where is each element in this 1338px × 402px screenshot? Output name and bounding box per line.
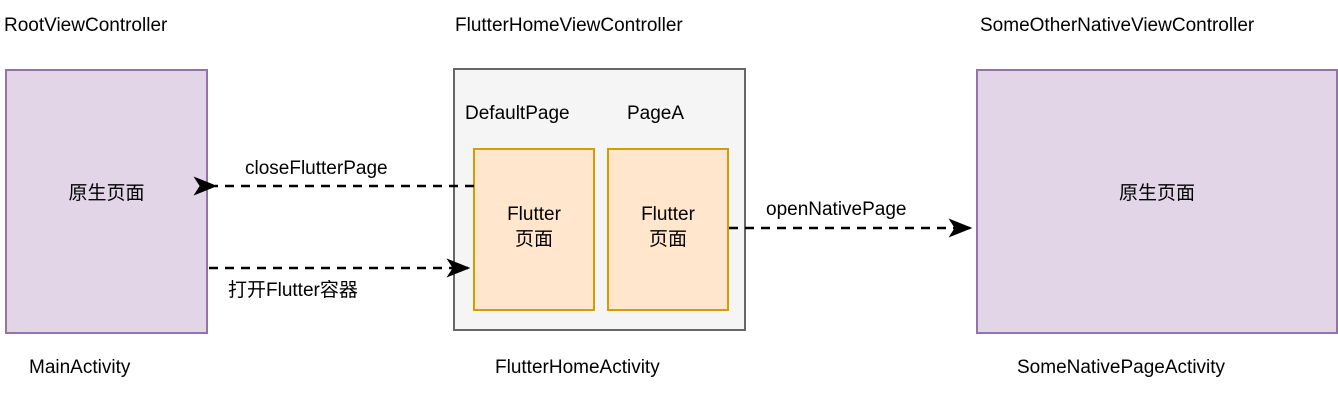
caption-some-native-page-activity: SomeNativePageActivity xyxy=(1017,357,1226,378)
edge-label-open-flutter-container: 打开Flutter容器 xyxy=(228,280,358,301)
title-some-other-native-view-controller: SomeOtherNativeViewController xyxy=(980,15,1255,36)
node-right-native-page[interactable]: 原生页面 xyxy=(976,69,1338,334)
inner-title-page-a: PageA xyxy=(627,103,685,124)
edge-label-close-flutter-page: closeFlutterPage xyxy=(245,158,388,179)
inner-title-default-page: DefaultPage xyxy=(465,103,570,124)
left-native-page-text: 原生页面 xyxy=(68,183,145,204)
flutter-page-default-line2: 页面 xyxy=(514,229,553,250)
caption-flutter-home-activity: FlutterHomeActivity xyxy=(495,357,660,378)
flutter-page-default-line1: Flutter xyxy=(507,204,561,225)
node-left-native-page[interactable]: 原生页面 xyxy=(5,69,208,334)
flutter-page-a-line2: 页面 xyxy=(648,229,687,250)
title-flutter-home-view-controller: FlutterHomeViewController xyxy=(455,15,683,36)
node-flutter-page-default[interactable]: Flutter 页面 xyxy=(473,148,595,311)
title-root-view-controller: RootViewController xyxy=(4,15,168,36)
right-native-page-text: 原生页面 xyxy=(1118,183,1195,204)
node-flutter-page-a[interactable]: Flutter 页面 xyxy=(607,148,729,311)
caption-main-activity: MainActivity xyxy=(29,357,131,378)
edge-label-open-native-page: openNativePage xyxy=(766,199,907,220)
node-flutter-home-container[interactable]: DefaultPage PageA Flutter 页面 Flutter 页面 xyxy=(453,68,746,331)
flutter-page-a-line1: Flutter xyxy=(641,204,695,225)
